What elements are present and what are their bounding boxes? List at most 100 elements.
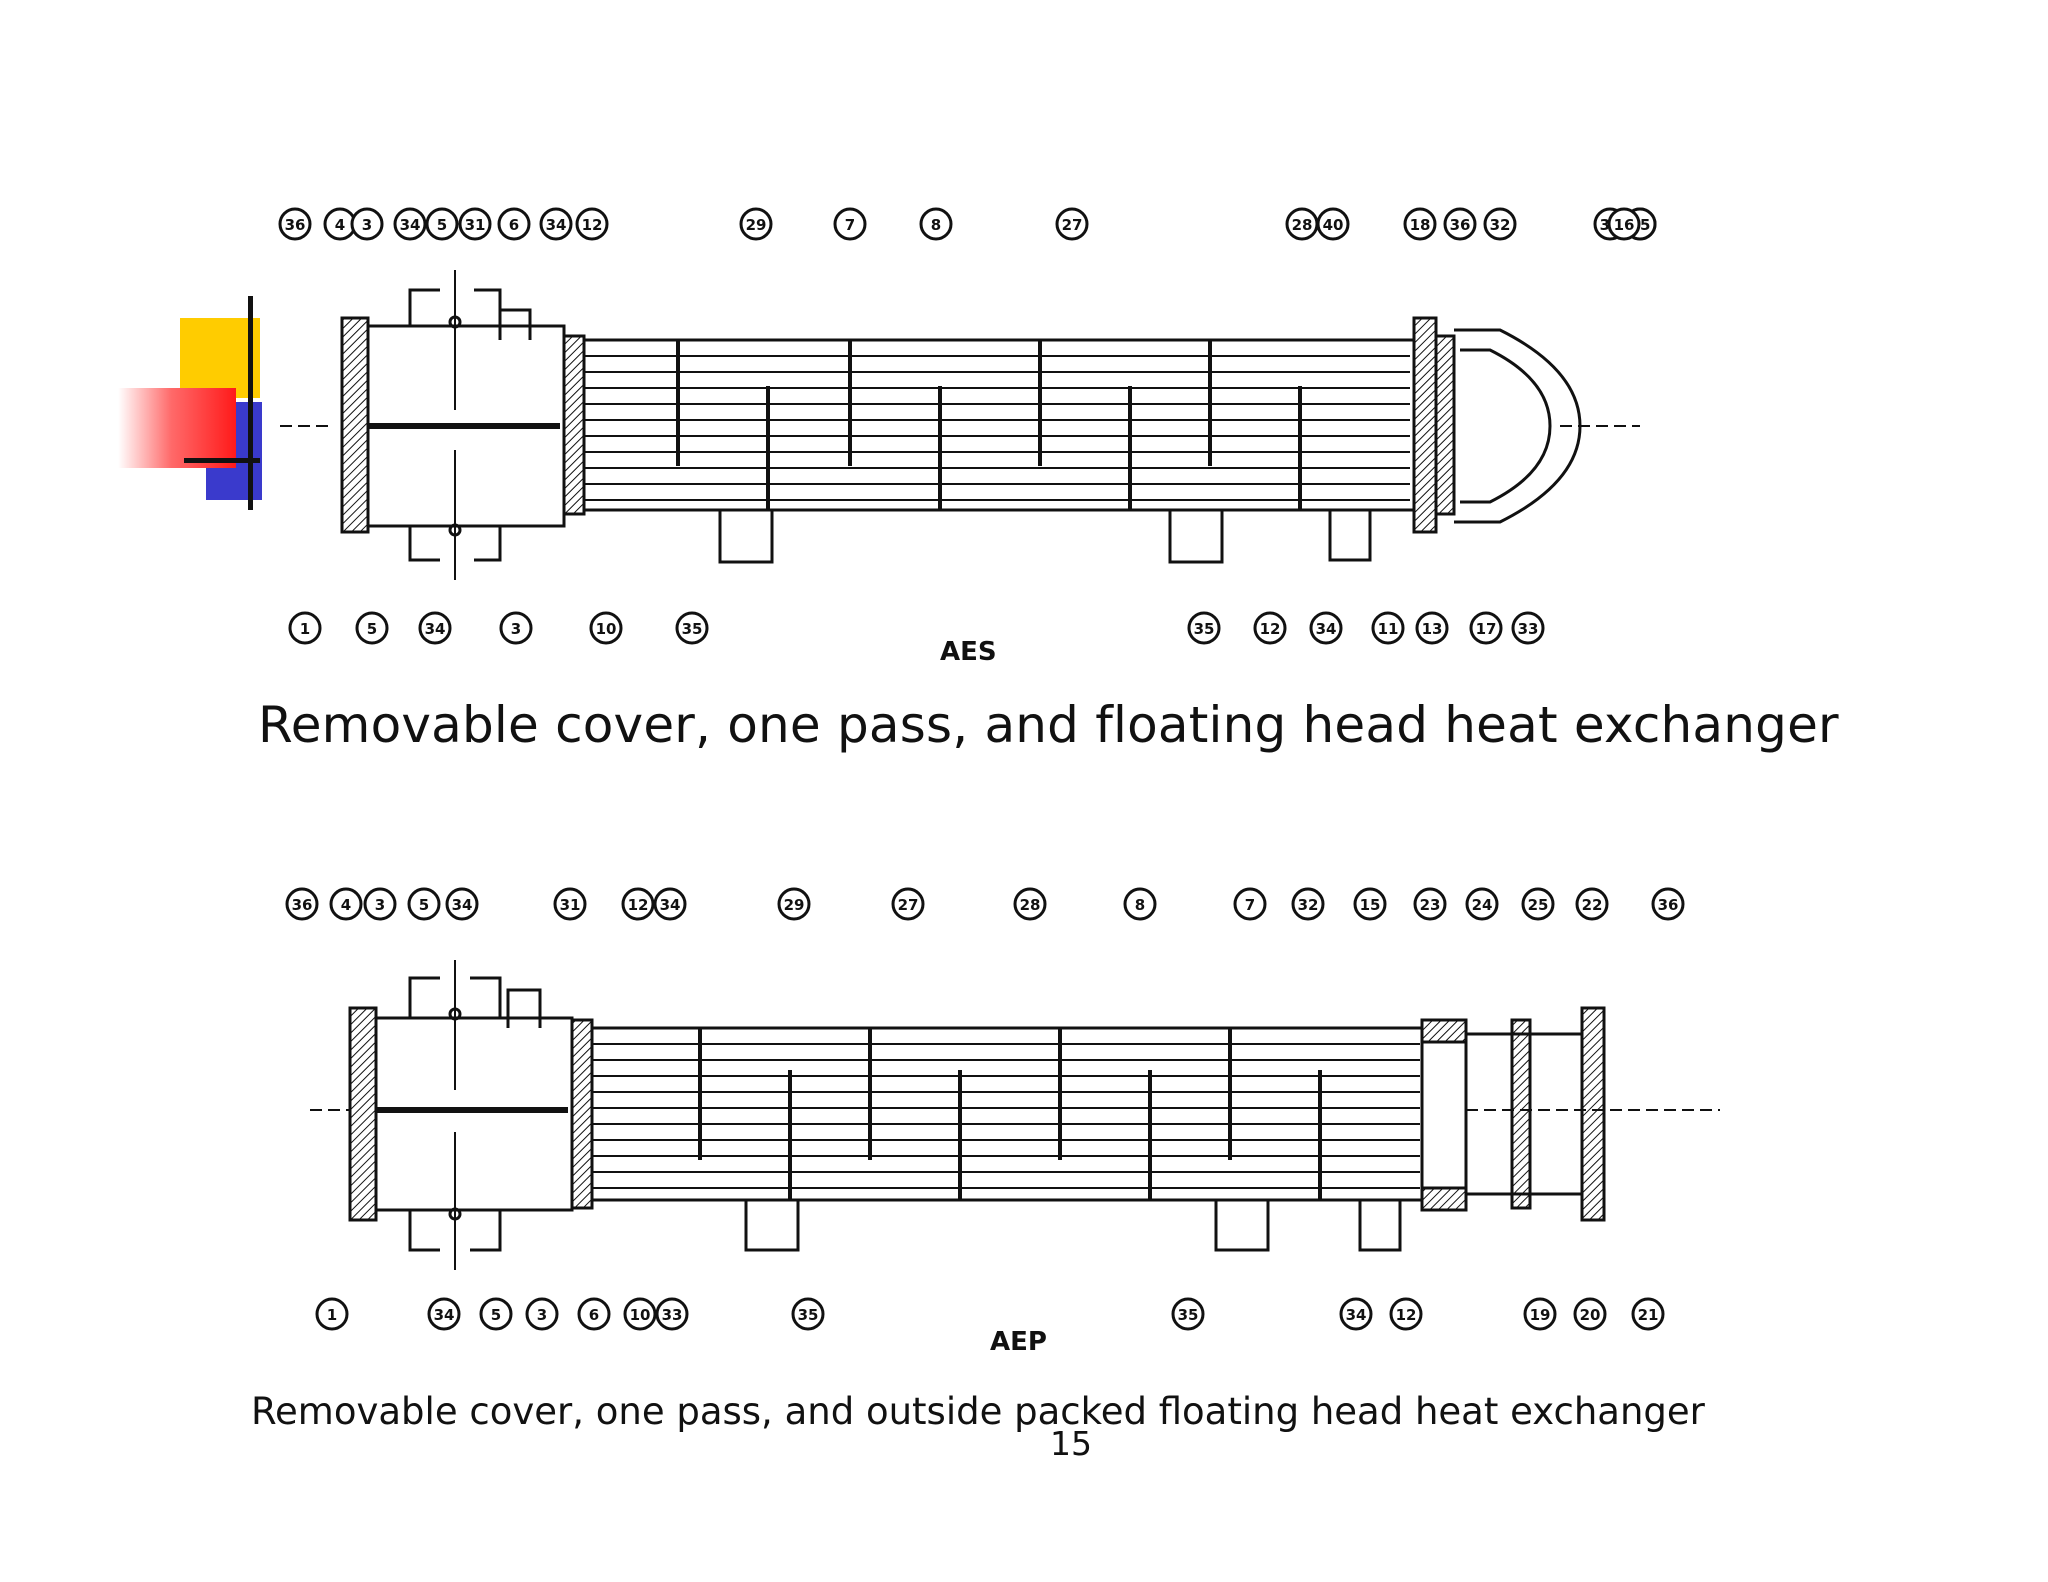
aep-top-callout: 22 bbox=[1575, 887, 1609, 921]
svg-text:35: 35 bbox=[682, 620, 703, 638]
svg-text:3: 3 bbox=[537, 1306, 547, 1324]
aes-top-callout: 18 bbox=[1403, 207, 1437, 241]
aes-top-callout: 28 bbox=[1285, 207, 1319, 241]
svg-text:24: 24 bbox=[1472, 896, 1493, 914]
caption-aep: Removable cover, one pass, and outside p… bbox=[251, 1390, 1705, 1433]
aep-top-callout: 15 bbox=[1353, 887, 1387, 921]
decor-yellow-square bbox=[180, 318, 260, 398]
caption-aes: Removable cover, one pass, and floating … bbox=[258, 696, 1839, 754]
aes-heat-exchanger-diagram: AES 364334531634122978272840183632359151… bbox=[278, 207, 1657, 667]
aes-top-callout: 3 bbox=[350, 207, 384, 241]
aes-bottom-callout: 1 bbox=[288, 611, 322, 645]
svg-text:12: 12 bbox=[582, 216, 603, 234]
svg-text:6: 6 bbox=[589, 1306, 599, 1324]
svg-text:3: 3 bbox=[511, 620, 521, 638]
aep-bottom-callout: 12 bbox=[1389, 1297, 1423, 1331]
svg-text:18: 18 bbox=[1410, 216, 1431, 234]
svg-text:7: 7 bbox=[845, 216, 855, 234]
aep-bottom-callout: 19 bbox=[1523, 1297, 1557, 1331]
aep-top-callout: 32 bbox=[1291, 887, 1325, 921]
svg-text:34: 34 bbox=[434, 1306, 455, 1324]
aep-top-callout: 28 bbox=[1013, 887, 1047, 921]
svg-text:25: 25 bbox=[1528, 896, 1549, 914]
aes-top-callout: 7 bbox=[833, 207, 867, 241]
svg-text:27: 27 bbox=[898, 896, 919, 914]
aep-top-callout: 29 bbox=[777, 887, 811, 921]
aes-bottom-callout: 12 bbox=[1253, 611, 1287, 645]
svg-text:10: 10 bbox=[596, 620, 617, 638]
aep-top-callout: 4 bbox=[329, 887, 363, 921]
aes-bottom-callout: 3 bbox=[499, 611, 533, 645]
svg-text:7: 7 bbox=[1245, 896, 1255, 914]
aes-top-callout: 36 bbox=[1443, 207, 1477, 241]
aep-bottom-callout: 34 bbox=[1339, 1297, 1373, 1331]
aes-bottom-callout: 33 bbox=[1511, 611, 1545, 645]
aep-top-callout: 24 bbox=[1465, 887, 1499, 921]
svg-text:4: 4 bbox=[341, 896, 351, 914]
aep-top-callout: 25 bbox=[1521, 887, 1555, 921]
aep-bottom-callout: 34 bbox=[427, 1297, 461, 1331]
svg-text:8: 8 bbox=[1135, 896, 1145, 914]
aes-top-callout: 40 bbox=[1316, 207, 1350, 241]
aes-type-label: AES bbox=[940, 637, 997, 667]
aes-top-callout: 36 bbox=[278, 207, 312, 241]
aep-bottom-callout: 3 bbox=[525, 1297, 559, 1331]
svg-text:4: 4 bbox=[335, 216, 345, 234]
aep-top-callout: 7 bbox=[1233, 887, 1267, 921]
aes-top-callout: 5 bbox=[425, 207, 459, 241]
svg-text:31: 31 bbox=[560, 896, 581, 914]
svg-text:23: 23 bbox=[1420, 896, 1441, 914]
aes-top-callout: 34 bbox=[539, 207, 573, 241]
aep-bottom-callout: 33 bbox=[655, 1297, 689, 1331]
aes-top-callout: 12 bbox=[575, 207, 609, 241]
page-number: 15 bbox=[1050, 1424, 1092, 1463]
aep-top-callout: 31 bbox=[553, 887, 587, 921]
svg-text:5: 5 bbox=[437, 216, 447, 234]
aes-top-callout: 31 bbox=[458, 207, 492, 241]
svg-text:8: 8 bbox=[931, 216, 941, 234]
aes-bottom-callout: 34 bbox=[1309, 611, 1343, 645]
svg-text:5: 5 bbox=[419, 896, 429, 914]
svg-text:33: 33 bbox=[662, 1306, 683, 1324]
aep-bottom-callout: 35 bbox=[1171, 1297, 1205, 1331]
aes-top-callout: 8 bbox=[919, 207, 953, 241]
svg-text:32: 32 bbox=[1298, 896, 1319, 914]
aes-top-callout: 27 bbox=[1055, 207, 1089, 241]
svg-text:35: 35 bbox=[1178, 1306, 1199, 1324]
svg-text:3: 3 bbox=[375, 896, 385, 914]
svg-text:34: 34 bbox=[1346, 1306, 1367, 1324]
svg-text:29: 29 bbox=[784, 896, 805, 914]
aep-top-callout: 36 bbox=[285, 887, 319, 921]
aep-top-callout: 5 bbox=[407, 887, 441, 921]
svg-text:1: 1 bbox=[327, 1306, 337, 1324]
aes-bottom-callout: 17 bbox=[1469, 611, 1503, 645]
svg-text:34: 34 bbox=[452, 896, 473, 914]
svg-text:17: 17 bbox=[1476, 620, 1497, 638]
svg-text:11: 11 bbox=[1378, 620, 1399, 638]
svg-text:28: 28 bbox=[1020, 896, 1041, 914]
svg-text:22: 22 bbox=[1582, 896, 1603, 914]
aep-top-callout: 34 bbox=[445, 887, 479, 921]
aep-bottom-callout: 10 bbox=[623, 1297, 657, 1331]
aes-bottom-callout: 10 bbox=[589, 611, 623, 645]
aep-top-callout: 36 bbox=[1651, 887, 1685, 921]
svg-text:34: 34 bbox=[546, 216, 567, 234]
svg-text:35: 35 bbox=[1194, 620, 1215, 638]
svg-text:40: 40 bbox=[1323, 216, 1344, 234]
aep-bottom-callout: 20 bbox=[1573, 1297, 1607, 1331]
svg-text:34: 34 bbox=[425, 620, 446, 638]
aep-top-callout: 8 bbox=[1123, 887, 1157, 921]
aes-bottom-callout: 35 bbox=[1187, 611, 1221, 645]
svg-text:36: 36 bbox=[292, 896, 313, 914]
svg-text:31: 31 bbox=[465, 216, 486, 234]
aes-bottom-callout: 13 bbox=[1415, 611, 1449, 645]
aep-bottom-callout: 35 bbox=[791, 1297, 825, 1331]
aes-top-callout: 6 bbox=[497, 207, 531, 241]
svg-text:19: 19 bbox=[1530, 1306, 1551, 1324]
aep-top-callout: 34 bbox=[653, 887, 687, 921]
svg-text:12: 12 bbox=[1260, 620, 1281, 638]
svg-text:12: 12 bbox=[628, 896, 649, 914]
decor-vertical-line bbox=[248, 296, 253, 510]
svg-text:5: 5 bbox=[491, 1306, 501, 1324]
